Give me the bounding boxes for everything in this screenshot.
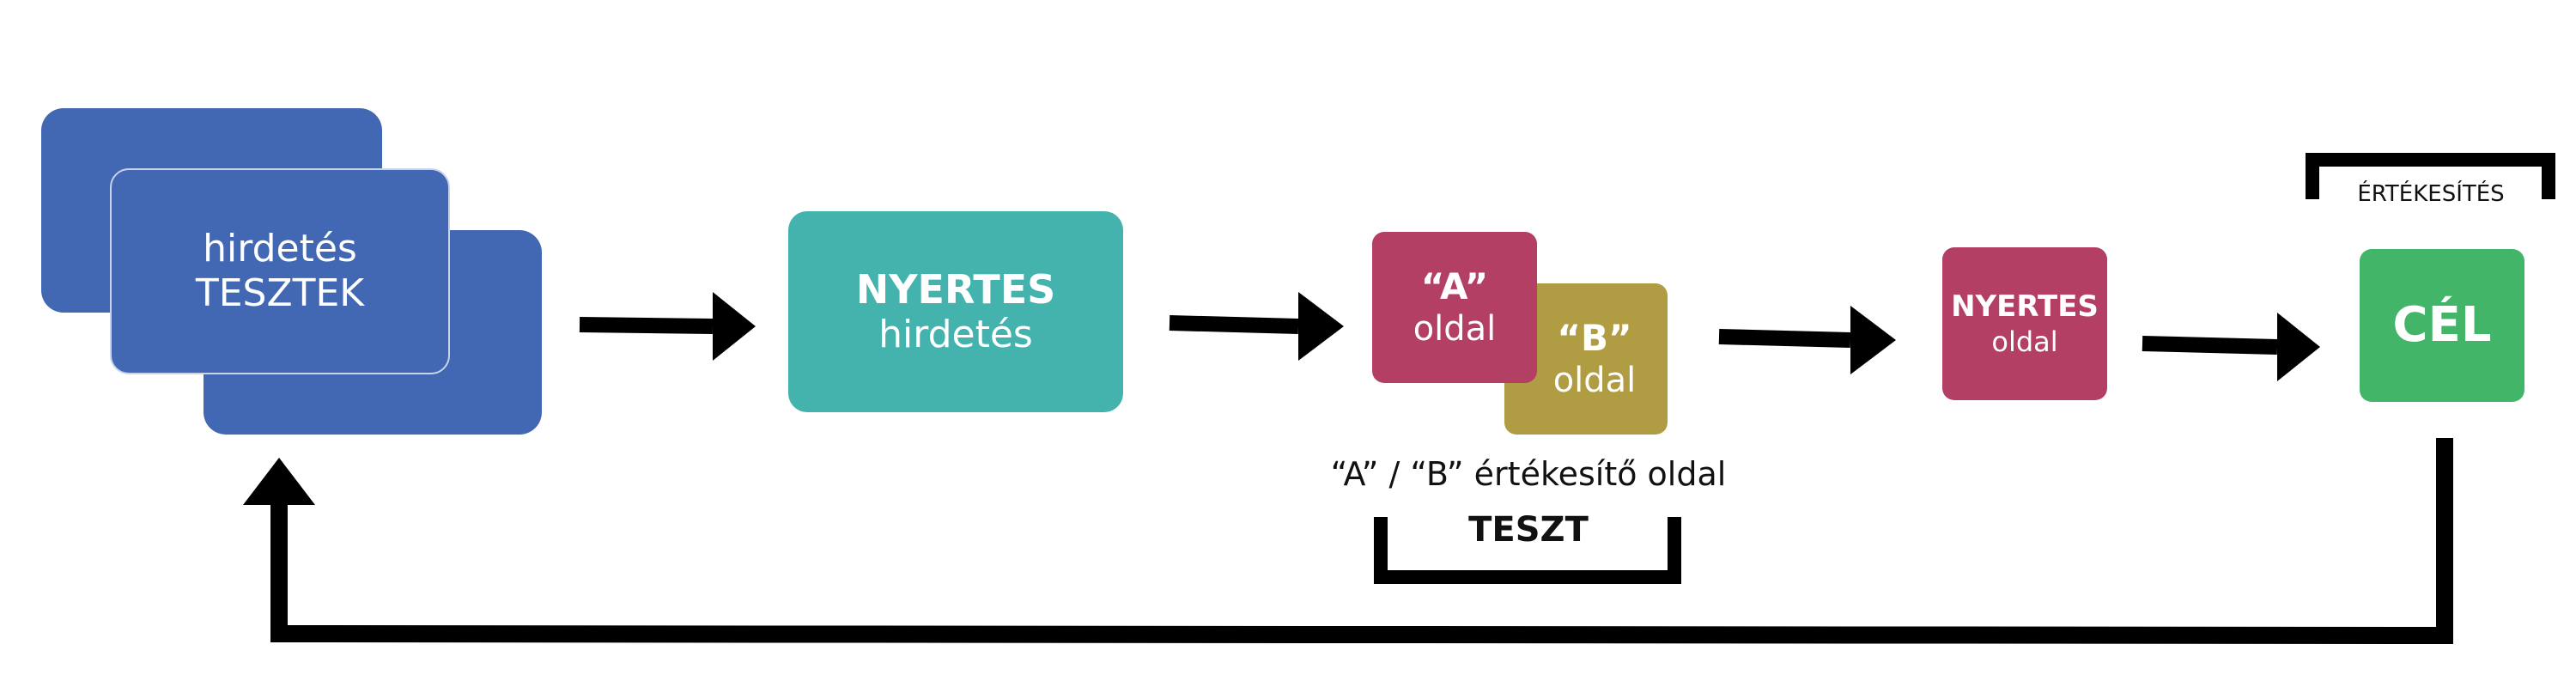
feedback-loop-arrow <box>243 438 2453 645</box>
ab-test-caption: “A” / “B” értékesítő oldal <box>1330 455 1727 493</box>
goal-label: CÉL <box>2392 297 2492 353</box>
page-a-box: “A” oldal <box>1372 232 1537 383</box>
ab-test-label: TESZT <box>1468 510 1589 550</box>
goal-box: CÉL <box>2360 249 2524 402</box>
page-b-line1: “B” <box>1557 317 1632 359</box>
page-b-line2: oldal <box>1552 361 1637 400</box>
ad-test-line2: TESZTEK <box>195 271 365 315</box>
winner-page-line2: oldal <box>1991 325 2058 358</box>
arrow-ads-to-winner-ad <box>579 292 756 361</box>
ad-test-line1: hirdetés <box>203 227 357 271</box>
winner-ad-line2: hirdetés <box>878 313 1033 356</box>
arrow-winner-ad-to-pages <box>1169 292 1344 361</box>
sales-bracket <box>2306 153 2555 199</box>
arrow-winner-page-to-goal <box>2142 313 2320 381</box>
page-a-line1: “A” <box>1420 265 1489 307</box>
page-a-line2: oldal <box>1413 309 1497 349</box>
arrow-pages-to-winner-page <box>1718 306 1896 374</box>
winner-ad-box: NYERTES hirdetés <box>788 211 1123 412</box>
winner-ad-line1: NYERTES <box>855 266 1056 313</box>
sales-label: ÉRTÉKESÍTÉS <box>2357 181 2505 207</box>
winner-page-line1: NYERTES <box>1951 289 2099 324</box>
winner-page-box: NYERTES oldal <box>1942 247 2107 400</box>
ab-test-bracket <box>1374 517 1681 584</box>
ad-test-card-front: hirdetés TESZTEK <box>110 168 450 374</box>
